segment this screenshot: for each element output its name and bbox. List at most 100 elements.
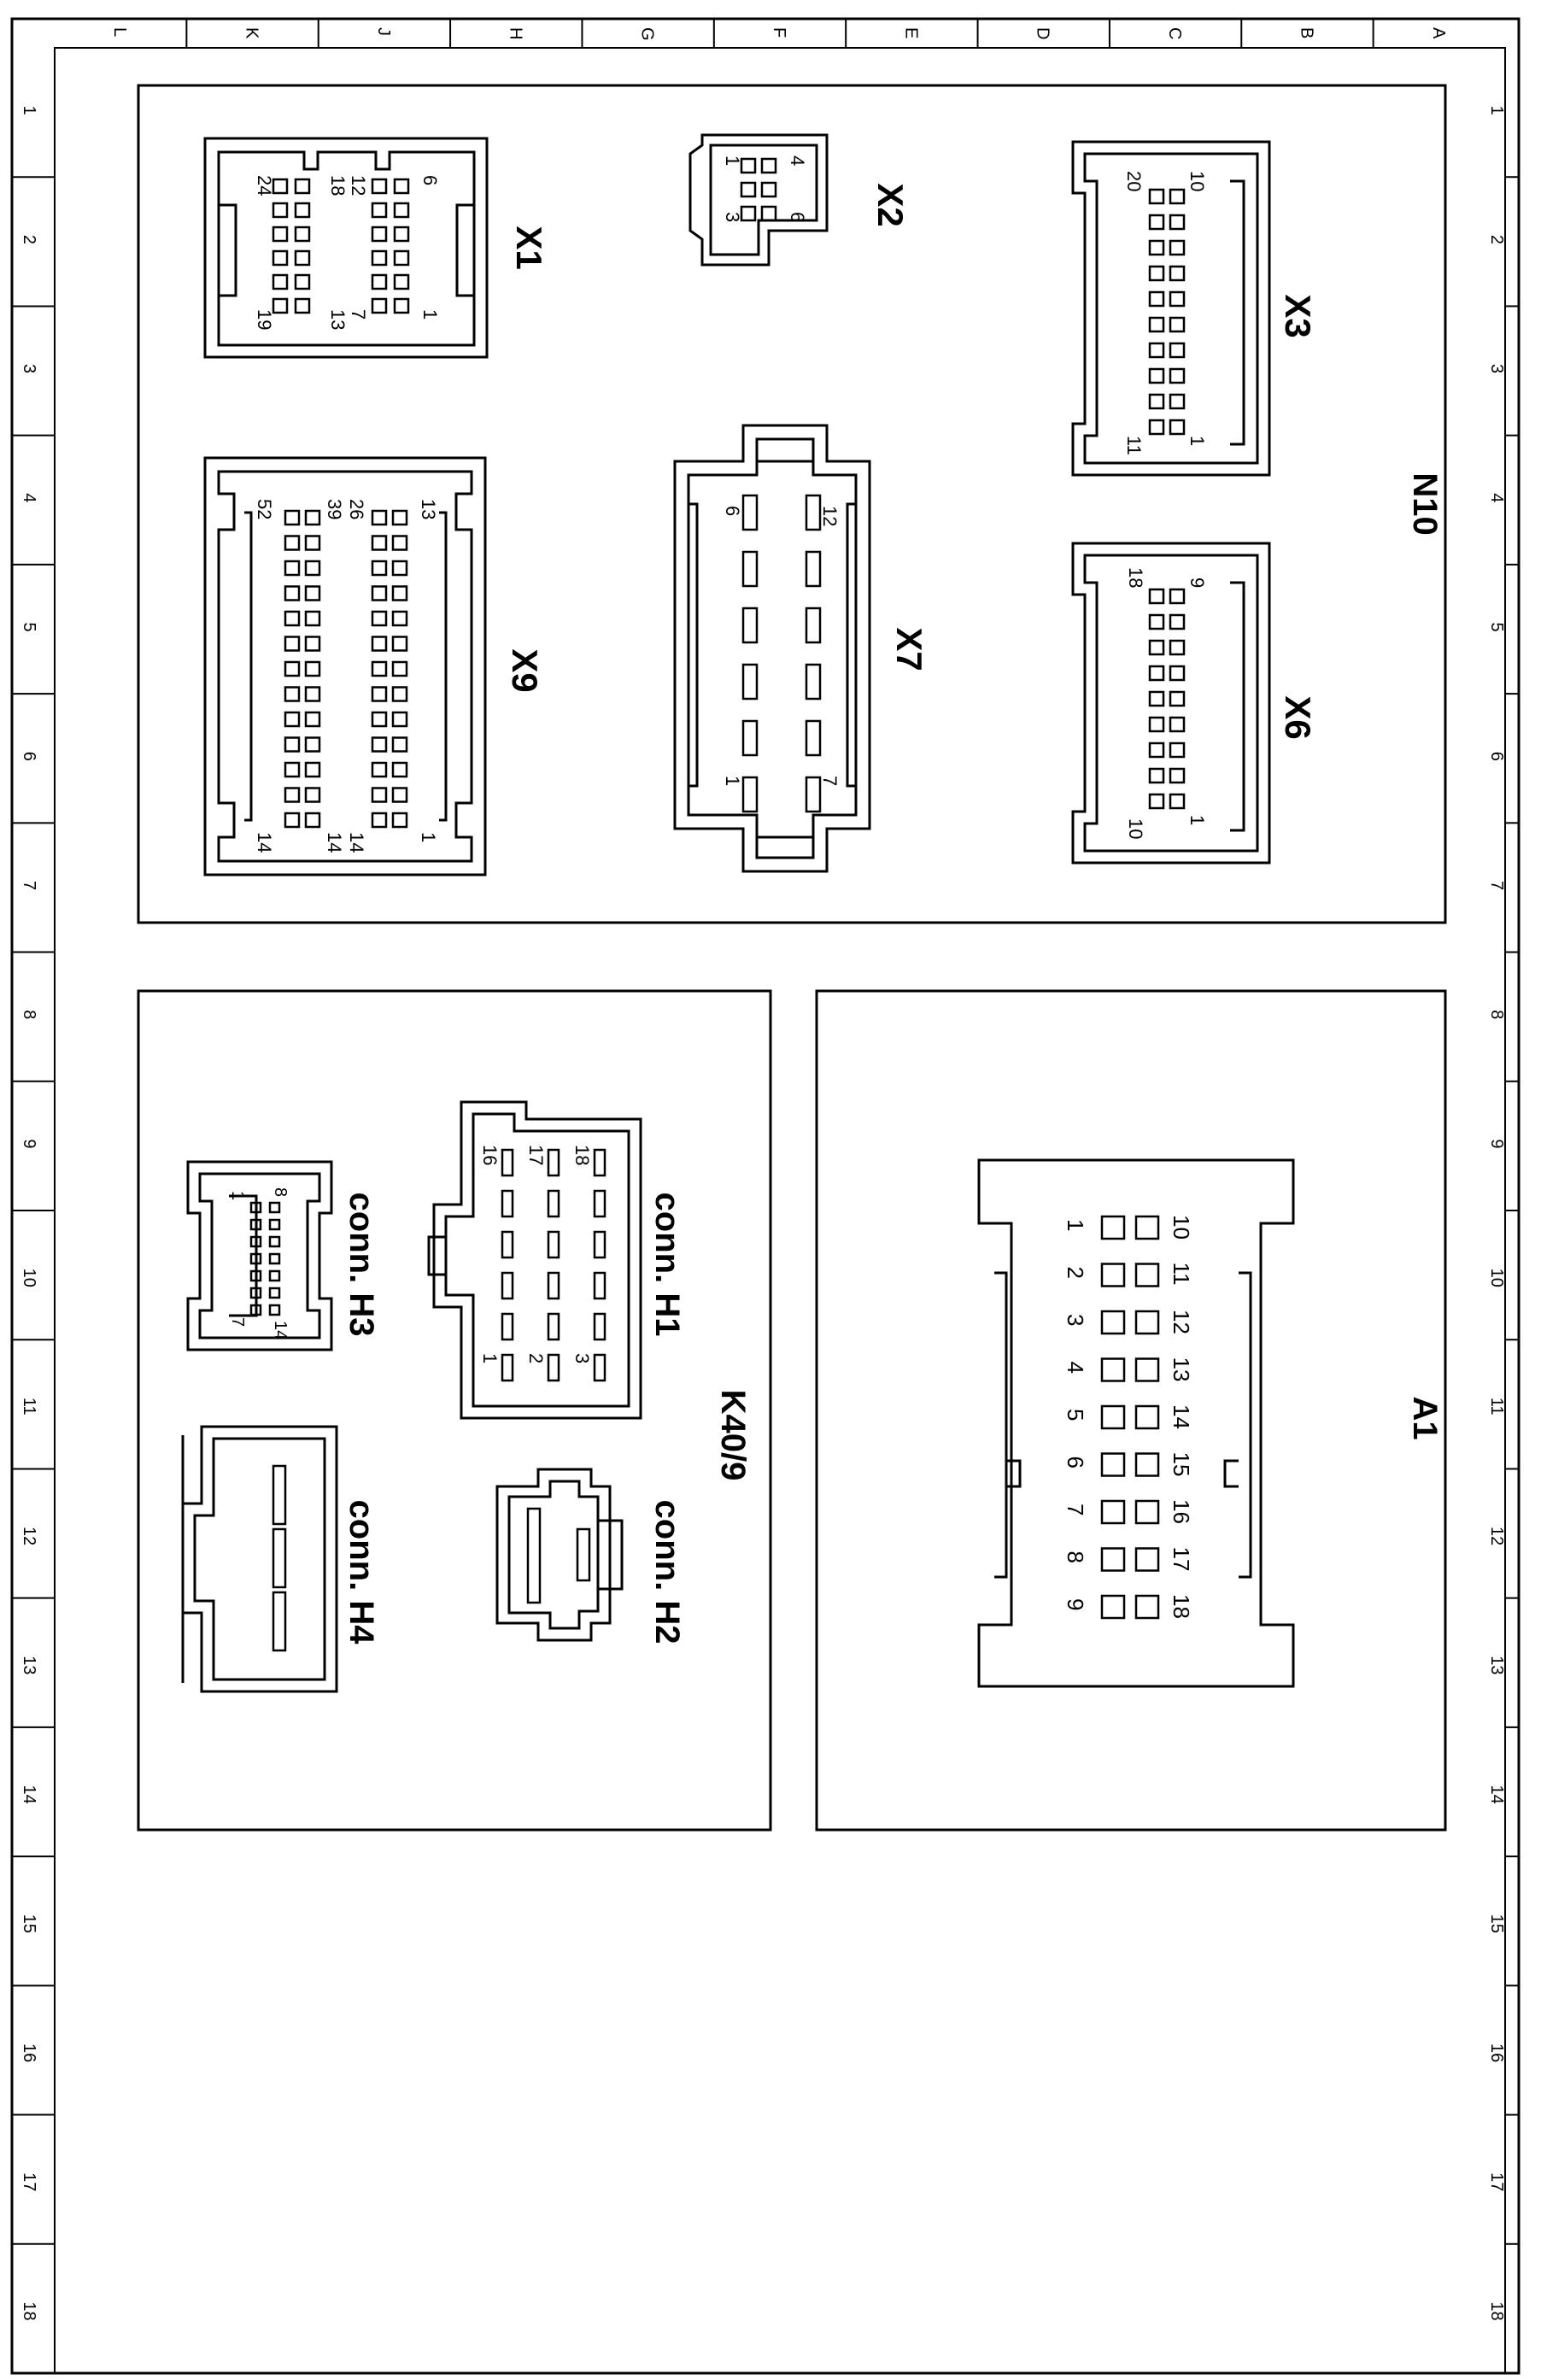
x7-label: X7: [889, 627, 929, 671]
x7-pin: [805, 550, 822, 588]
x6-pin: [1148, 613, 1165, 630]
x9-pin: [304, 711, 321, 728]
h1-pin-18: 18: [571, 1145, 593, 1165]
h3-pin-grid: [249, 1201, 281, 1316]
column-letter-k: K: [243, 27, 261, 39]
x9-pin: [304, 686, 321, 702]
x9-pin: [371, 509, 388, 526]
column-letter-d: D: [1034, 27, 1052, 39]
x1-pin: [393, 249, 410, 267]
x9-pin: [391, 812, 408, 829]
k40-9-label: K40/9: [714, 1390, 752, 1481]
a1-pin-label-1: 1: [1063, 1219, 1088, 1231]
a1-pin: [1134, 1263, 1160, 1287]
row-number-11: 11: [20, 1398, 38, 1416]
h3-pin: [249, 1287, 262, 1299]
x7-pin: [741, 663, 759, 701]
x9-pin: [304, 509, 321, 526]
a1-pin: [1134, 1547, 1160, 1572]
x3-pin: [1169, 316, 1186, 333]
x6-pin: [1148, 716, 1165, 733]
a1-pin-label-5: 5: [1063, 1409, 1088, 1421]
h1-pin: [501, 1189, 514, 1218]
x9-pin: [304, 787, 321, 803]
a1-pin-label-18: 18: [1169, 1594, 1194, 1619]
h1-pin: [547, 1312, 560, 1341]
a1-pin: [1134, 1357, 1160, 1382]
a1-pin: [1134, 1310, 1160, 1335]
x7-pin: [741, 607, 759, 644]
x6-pin: [1169, 690, 1186, 707]
x9-pin: [391, 585, 408, 601]
a1-pin-label-16: 16: [1169, 1499, 1194, 1524]
x1-pin: [371, 226, 388, 243]
row-number-3: 3: [1487, 364, 1506, 373]
row-number-13: 13: [1487, 1656, 1506, 1674]
row-number-2: 2: [1487, 235, 1506, 244]
h1-pin: [593, 1271, 606, 1300]
x9-pin: [391, 761, 408, 778]
x1-pin-6: 6: [419, 175, 441, 185]
x9-pin: [284, 711, 301, 728]
h3-label: conn. H3: [343, 1193, 380, 1337]
connector-h4: [181, 1425, 338, 1693]
x1-pin: [294, 226, 311, 243]
x9-pin-14a: 14: [254, 832, 275, 853]
a1-pin-label-2: 2: [1063, 1267, 1088, 1279]
x3-pin: [1148, 290, 1165, 308]
x1-pin: [272, 273, 289, 290]
h1-pin: [547, 1230, 560, 1259]
connector-x3: [1071, 140, 1271, 477]
x9-pin: [284, 636, 301, 652]
x9-pin: [304, 560, 321, 577]
x6-pin: [1169, 665, 1186, 682]
a1-pin-label-3: 3: [1063, 1314, 1088, 1326]
h1-pin: [501, 1148, 514, 1177]
x7-pin-12: 12: [819, 506, 841, 526]
x7-pin-6: 6: [722, 506, 743, 516]
x9-pin: [391, 736, 408, 753]
x3-pin: [1169, 188, 1186, 205]
x6-pin: [1169, 767, 1186, 784]
x7-pin-grid: [741, 494, 822, 813]
a1-pin-label-12: 12: [1169, 1310, 1194, 1334]
x3-pin: [1148, 316, 1165, 333]
x9-pin: [391, 787, 408, 803]
connector-h3: [186, 1160, 333, 1351]
x6-pin: [1169, 588, 1186, 605]
x7-pin: [805, 494, 822, 531]
x6-label: X6: [1278, 695, 1318, 739]
x2-pin-grid: [740, 157, 777, 222]
x7-pin: [741, 719, 759, 757]
h3-pin-7: 7: [228, 1317, 247, 1327]
connector-x7: [673, 424, 871, 873]
x1-pin-24: 24: [254, 175, 275, 196]
row-number-2: 2: [20, 235, 38, 244]
a1-pin-label-15: 15: [1169, 1452, 1194, 1477]
h3-pin: [249, 1235, 262, 1248]
x1-pin: [294, 178, 311, 195]
column-letter-b: B: [1297, 27, 1315, 38]
n10-panel: [137, 84, 1447, 924]
h3-pin: [249, 1269, 262, 1282]
x3-pin: [1169, 367, 1186, 384]
x2-pin: [740, 205, 757, 222]
column-letter-j: J: [374, 27, 393, 36]
x9-pin: [371, 812, 388, 829]
x9-pin-26: 26: [346, 499, 367, 519]
x3-pin: [1148, 393, 1165, 410]
x9-pin-13: 13: [418, 499, 439, 519]
x1-pin: [393, 273, 410, 290]
x3-pin: [1169, 214, 1186, 231]
x3-pin: [1148, 419, 1165, 436]
x3-pin: [1169, 265, 1186, 282]
x6-pin: [1169, 716, 1186, 733]
row-number-14: 14: [20, 1785, 38, 1804]
h1-pin: [547, 1271, 560, 1300]
row-number-6: 6: [1487, 752, 1506, 761]
x6-pin: [1169, 793, 1186, 810]
x2-pin-4: 4: [787, 155, 808, 166]
x3-pin: [1169, 393, 1186, 410]
